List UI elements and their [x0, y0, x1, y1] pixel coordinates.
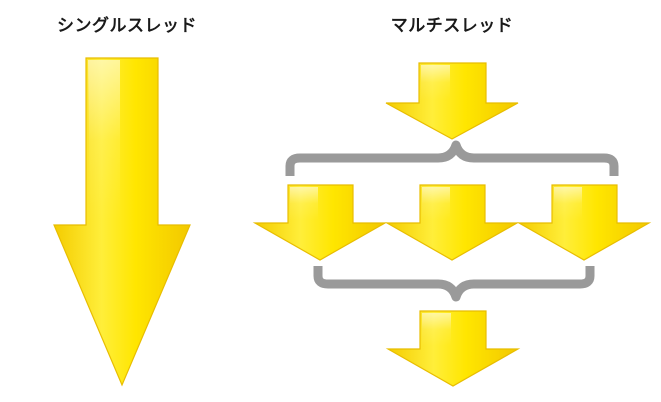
parallel-arrow-1 [252, 184, 388, 261]
multi-thread-input-arrow [385, 62, 519, 140]
split-brace [285, 140, 619, 176]
parallel-arrow-3 [516, 184, 652, 261]
merge-brace [313, 266, 595, 302]
multi-thread-label: マルチスレッド [390, 16, 514, 36]
single-thread-arrow [53, 57, 191, 387]
multi-thread-output-arrow [385, 310, 521, 387]
single-thread-label: シングルスレッド [57, 16, 197, 36]
parallel-arrow-2 [384, 184, 520, 261]
